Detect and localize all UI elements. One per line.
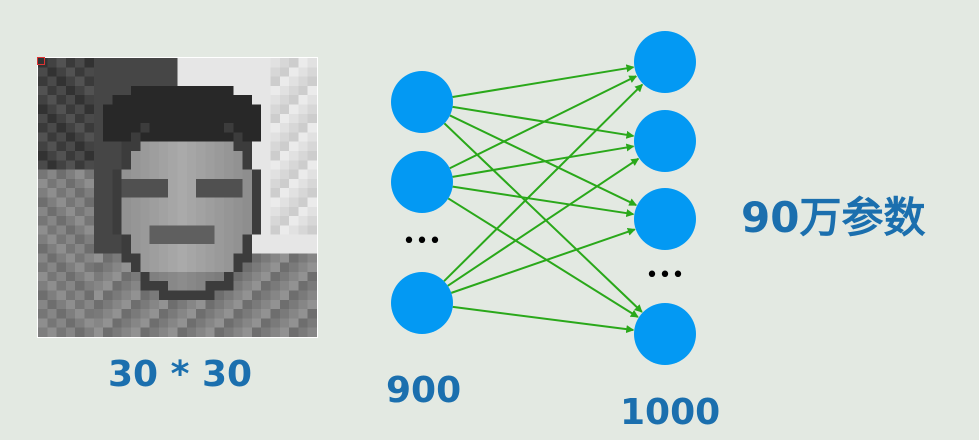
edge-0-3 — [443, 122, 643, 313]
output-ellipsis: ••• — [646, 263, 685, 288]
image-size-label: 30 * 30 — [108, 354, 253, 395]
output-node-0 — [634, 31, 696, 93]
pixelated-face-image — [37, 57, 318, 338]
connections — [443, 64, 643, 334]
edge-0-0 — [452, 64, 635, 98]
output-node-3 — [634, 303, 696, 365]
output-node-2 — [634, 188, 696, 250]
output-node-1 — [634, 110, 696, 172]
edge-2-2 — [450, 227, 636, 294]
edge-1-2 — [452, 185, 635, 218]
edge-1-3 — [447, 197, 639, 318]
input-ellipsis: ••• — [403, 229, 442, 254]
input-node-2 — [391, 272, 453, 334]
input-node-0 — [391, 71, 453, 133]
edge-1-0 — [449, 75, 638, 170]
parameter-count-label: 90万参数 — [741, 193, 926, 242]
edge-2-1 — [447, 157, 640, 287]
input-node-1 — [391, 151, 453, 213]
edge-2-3 — [452, 305, 635, 334]
edge-2-0 — [443, 83, 643, 282]
edge-0-2 — [449, 114, 638, 207]
output-count-label: 1000 — [620, 392, 721, 433]
pixel-highlight-marker — [37, 57, 45, 65]
input-count-label: 900 — [386, 370, 462, 411]
edge-1-1 — [452, 143, 635, 178]
nodes — [391, 31, 696, 365]
